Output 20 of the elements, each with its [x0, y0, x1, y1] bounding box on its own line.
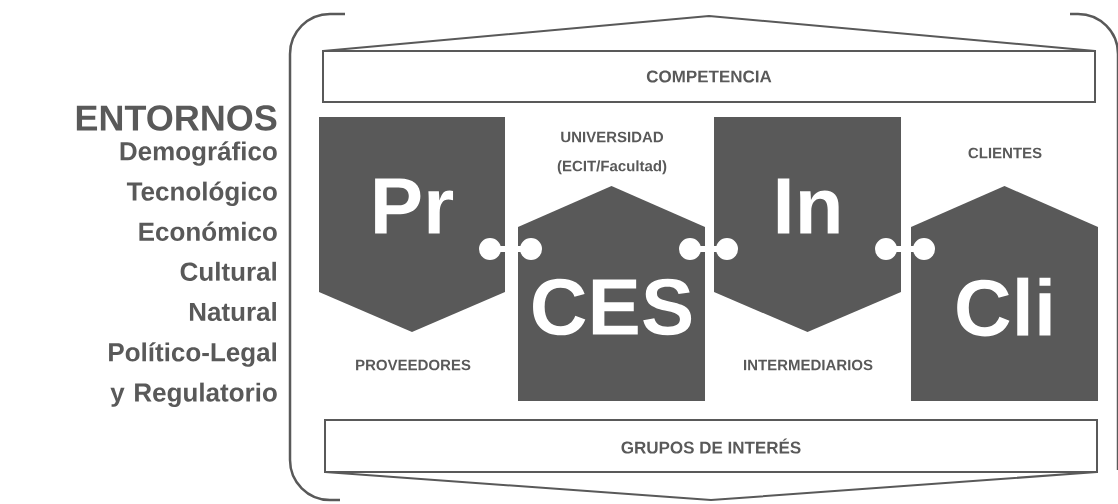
- band: GRUPOS DE INTERÉS: [324, 419, 1098, 501]
- hexagon: CES: [518, 186, 705, 401]
- heading: ENTORNOS: [76, 105, 277, 131]
- band: COMPETENCIA: [322, 15, 1096, 103]
- shape-caption: PROVEEDORES: [356, 359, 471, 371]
- list-item: Tecnológico: [126, 181, 277, 206]
- shape-caption: CLIENTES: [968, 147, 1042, 159]
- connector: [679, 238, 738, 260]
- hexagon: Pr: [319, 117, 505, 332]
- list-item: Demográfico: [120, 141, 277, 166]
- shape-caption: UNIVERSIDAD (ECIT/Facultad): [557, 131, 667, 175]
- list-item: Cultural: [180, 261, 276, 281]
- hexagon: Cli: [911, 186, 1098, 401]
- list-item: Natural: [189, 302, 276, 322]
- connector: [875, 238, 935, 260]
- hexagon: In: [714, 117, 901, 332]
- list-item: Político-Legal y Regulatorio: [109, 342, 277, 407]
- connector: [479, 238, 542, 260]
- list-item: Económico: [139, 221, 277, 241]
- shape-caption: INTERMEDIARIOS: [744, 359, 873, 371]
